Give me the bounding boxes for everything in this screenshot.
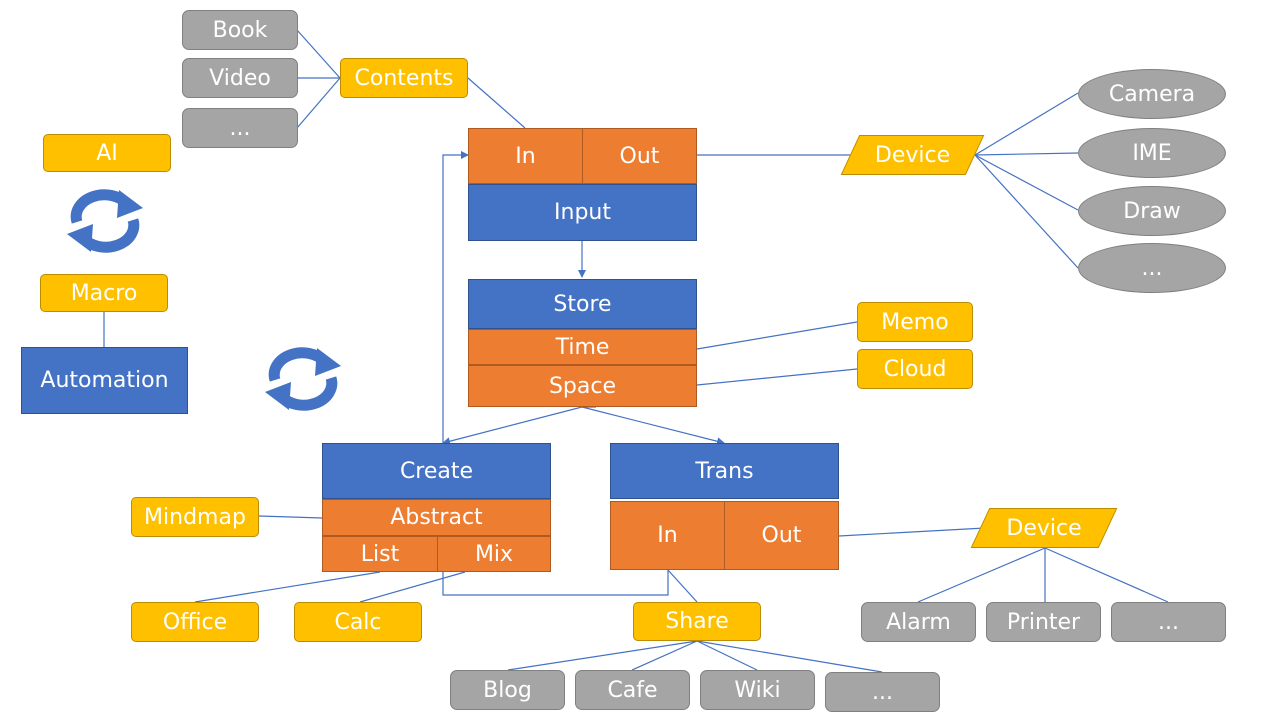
- share-item-blog: Blog: [450, 670, 565, 710]
- cloud-node: Cloud: [857, 349, 973, 389]
- device-item-draw: Draw: [1078, 186, 1226, 236]
- source-video: Video: [182, 58, 298, 98]
- create-list: List: [322, 536, 438, 572]
- calc-node: Calc: [294, 602, 422, 642]
- share-item-cafe: Cafe: [575, 670, 690, 710]
- source-book: Book: [182, 10, 298, 50]
- device-item-alarm: Alarm: [861, 602, 976, 642]
- device-item-more: ...: [1078, 243, 1226, 293]
- source-more: ...: [182, 108, 298, 148]
- cycle-icon: [265, 347, 341, 411]
- trans-in: In: [610, 501, 725, 570]
- create-mix: Mix: [437, 536, 551, 572]
- create-title: Create: [322, 443, 551, 499]
- device-bottom-node: Device: [970, 508, 1118, 548]
- store-title: Store: [468, 279, 697, 329]
- automation-node: Automation: [21, 347, 188, 414]
- trans-out: Out: [724, 501, 839, 570]
- share-node: Share: [633, 602, 761, 641]
- contents-node: Contents: [340, 58, 468, 98]
- input-title: Input: [468, 184, 697, 241]
- device-top-label: Device: [874, 142, 951, 168]
- share-item-wiki: Wiki: [700, 670, 815, 710]
- office-node: Office: [131, 602, 259, 642]
- trans-title: Trans: [610, 443, 839, 499]
- device-item-ime: IME: [1078, 128, 1226, 178]
- store-time: Time: [468, 329, 697, 365]
- device-item-camera: Camera: [1078, 69, 1226, 119]
- store-space: Space: [468, 365, 697, 407]
- memo-node: Memo: [857, 302, 973, 342]
- input-out-cell: Out: [582, 128, 697, 184]
- mindmap-node: Mindmap: [131, 497, 259, 537]
- device-bottom-label: Device: [1006, 515, 1082, 541]
- device-top-node: Device: [840, 135, 985, 175]
- create-abstract: Abstract: [322, 499, 551, 536]
- macro-node: Macro: [40, 274, 168, 312]
- device-item-more: ...: [1111, 602, 1226, 642]
- cycle-icon: [67, 189, 143, 253]
- ai-node: AI: [43, 134, 171, 172]
- share-item-more: ...: [825, 672, 940, 712]
- device-item-printer: Printer: [986, 602, 1101, 642]
- input-in-cell: In: [468, 128, 583, 184]
